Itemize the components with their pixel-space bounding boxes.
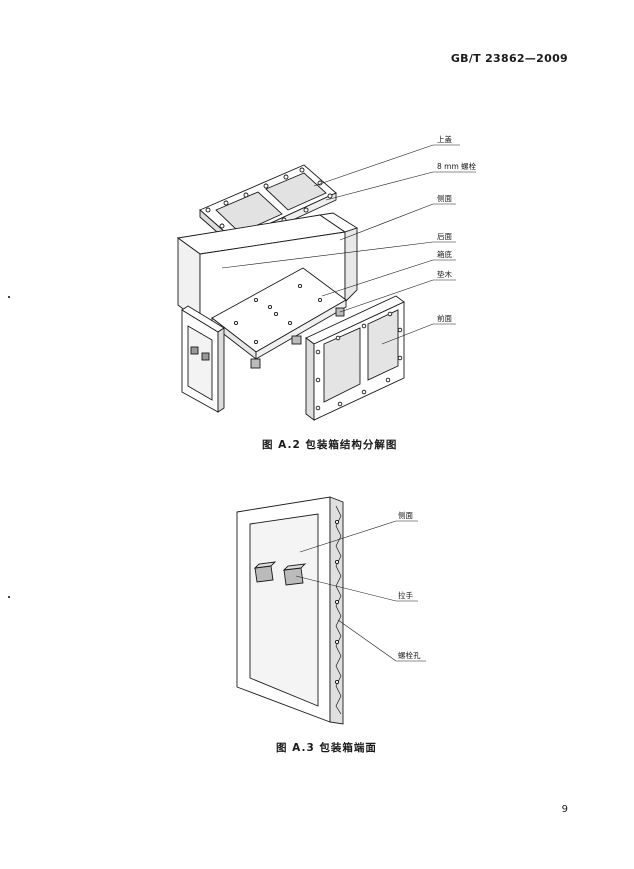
figure-a3-end-face-drawing (236, 496, 426, 725)
label-side-face-a3: 侧面 (398, 510, 413, 520)
label-front-face: 前面 (437, 313, 452, 323)
label-top-cover: 上盖 (437, 134, 452, 144)
bottom-panel-drawing (211, 267, 347, 369)
label-skid: 垫木 (437, 269, 452, 279)
label-handle: 拉手 (398, 590, 413, 600)
handle-right-drawing (282, 563, 307, 586)
page-number: 9 (561, 804, 568, 815)
side-panel-drawing (181, 305, 225, 413)
margin-mark (8, 296, 10, 298)
label-side-face: 侧面 (437, 193, 452, 203)
label-bottom: 箱底 (437, 249, 452, 259)
margin-mark (8, 596, 10, 598)
front-panel-drawing (305, 295, 405, 421)
figure-a2-caption: 图 A.2 包装箱结构分解图 (262, 439, 398, 451)
standard-code-header: GB/T 23862—2009 (450, 52, 568, 65)
figure-a2-leader-lines (221, 144, 476, 345)
label-back-face: 后面 (437, 231, 452, 241)
label-bolt-hole: 螺栓孔 (398, 650, 421, 660)
handle-left-drawing (253, 561, 277, 583)
label-bolt: 8 mm 螺栓 (437, 161, 477, 171)
figure-a3-caption: 图 A.3 包装箱端面 (276, 742, 377, 754)
